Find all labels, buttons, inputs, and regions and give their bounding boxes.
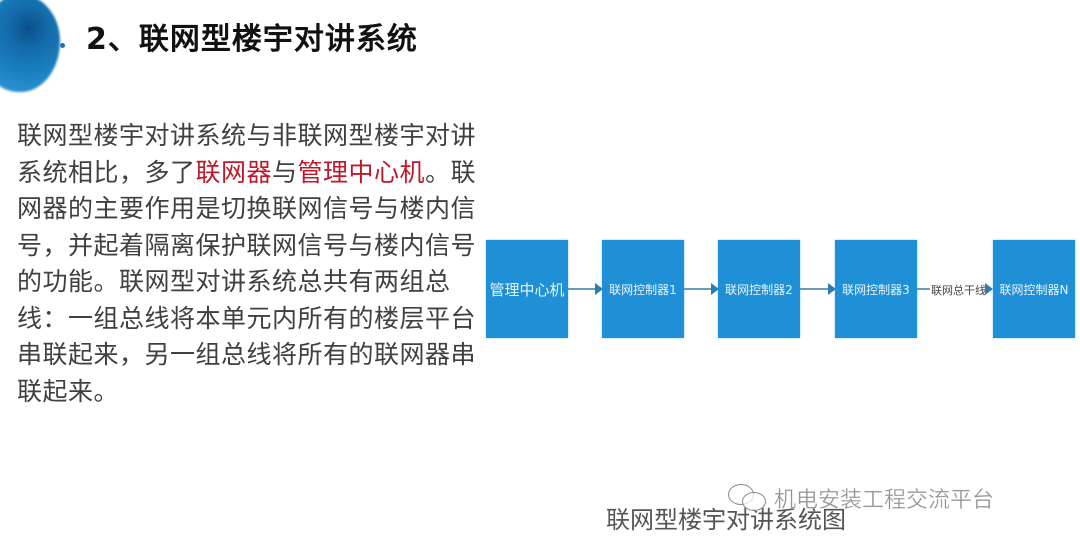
- watermark: 机电安装工程交流平台: [728, 482, 994, 514]
- arrow-right-icon: [985, 283, 993, 295]
- node-controller-1: 联网控制器1: [602, 240, 684, 338]
- arrow-right-icon: [595, 283, 603, 295]
- body-text-segment: 与: [272, 157, 298, 187]
- ink-dot-decoration: [60, 43, 65, 48]
- arrow-right-icon: [828, 283, 836, 295]
- slide-title: 2、联网型楼宇对讲系统: [86, 22, 418, 57]
- wechat-icon: [728, 484, 768, 512]
- node-controller-2: 联网控制器2: [718, 240, 800, 338]
- bus-label: 联网总干线: [930, 282, 987, 298]
- body-paragraph: 联网型楼宇对讲系统与非联网型楼宇对讲系统相比，多了联网器与管理中心机。联网器的主…: [17, 118, 487, 410]
- connector-line: [684, 288, 712, 290]
- highlight-management-center: 管理中心机: [297, 157, 426, 187]
- body-text-segment: 。联网器的主要作用是切换联网信号与楼内信号，并起着隔离保护联网信号与楼内信号的功…: [17, 157, 477, 406]
- arrow-right-icon: [711, 283, 719, 295]
- ink-dot-decoration: [51, 44, 56, 49]
- connector-line: [568, 288, 596, 290]
- node-controller-n: 联网控制器N: [993, 240, 1075, 338]
- highlight-networker: 联网器: [195, 157, 273, 187]
- body-text-segment: 联网型楼宇对讲系统与非联网型楼宇对讲系统相比，多了: [17, 121, 477, 187]
- watermark-text: 机电安装工程交流平台: [774, 488, 995, 514]
- node-controller-3: 联网控制器3: [835, 240, 917, 338]
- diagram-caption: 联网型楼宇对讲系统图: [606, 506, 846, 534]
- node-management-center: 管理中心机: [486, 240, 568, 338]
- connector-line: [800, 288, 829, 290]
